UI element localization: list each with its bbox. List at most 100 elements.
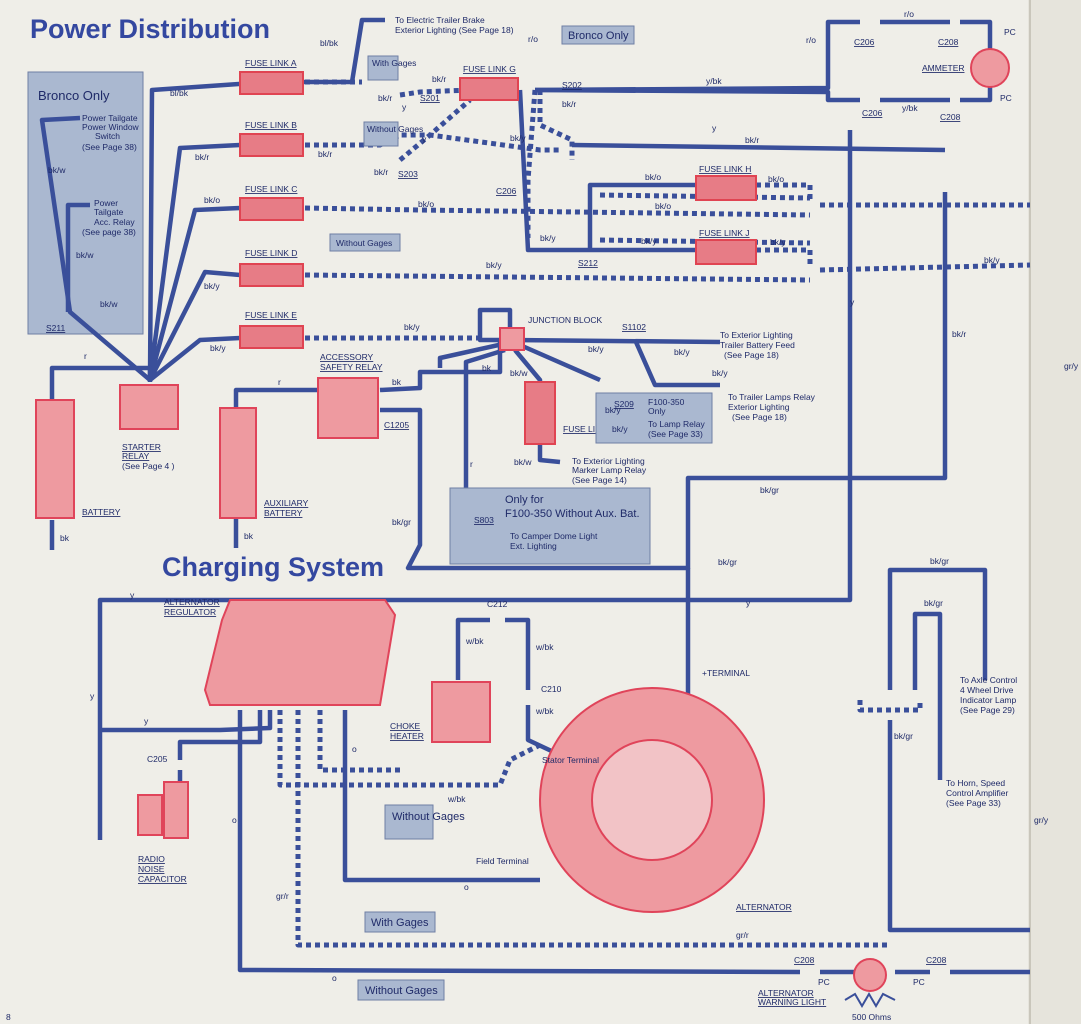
wire-label: bk/w <box>100 299 118 309</box>
junction-block-label: JUNCTION BLOCK <box>528 315 602 325</box>
wire-w-bk-without-gages <box>277 710 542 788</box>
note-lamp-relay-1: To Lamp Relay <box>648 419 705 429</box>
c206b-label: C206 <box>862 108 883 118</box>
resistor-500-ohms <box>844 992 896 1008</box>
wire-label: y <box>850 297 855 307</box>
note-tailgate-2-3: Acc. Relay <box>94 217 135 227</box>
battery-label: BATTERY <box>82 507 121 517</box>
field-terminal-label: Field Terminal <box>476 856 529 866</box>
alternator-label: ALTERNATOR <box>736 902 792 912</box>
wire-label: bk/gr <box>718 557 737 567</box>
fuse-link-b <box>239 133 304 157</box>
wire-label: bk/gr <box>894 731 913 741</box>
note-horn-1: To Horn, Speed <box>946 778 1005 788</box>
wire-fuse-b-out <box>305 132 560 153</box>
choke-heater-label-2: HEATER <box>390 731 424 741</box>
c208d-label: C208 <box>926 955 947 965</box>
wire-label: bk/r <box>318 149 332 159</box>
wire-label: o <box>352 744 357 754</box>
wire-bk-y-s209 <box>519 342 601 383</box>
page-number: 8 <box>6 1012 11 1022</box>
wire-fuse-j-out <box>756 247 813 265</box>
wire-label: o <box>232 815 237 825</box>
wire-bk-r-b <box>147 142 241 381</box>
aux-battery-label-1: AUXILIARY <box>264 498 309 508</box>
wire-fuse-d-out <box>304 272 811 283</box>
without-gages-1-label: Without Gages <box>367 124 423 134</box>
only-for-box <box>449 487 651 565</box>
wire-label: y/bk <box>902 103 918 113</box>
wire-label: y <box>746 598 751 608</box>
fuse-link-c-label: FUSE LINK C <box>245 184 297 194</box>
wire-label: bk/o <box>418 199 434 209</box>
wire-label: r <box>278 377 281 387</box>
wire-ammeter-top <box>960 19 993 50</box>
without-gages-box-1 <box>363 121 399 147</box>
wire-label: bk/y <box>404 322 420 332</box>
wire-label: bk/y <box>612 424 628 434</box>
wire-label: w/bk <box>535 642 554 652</box>
wire-bk-w-2 <box>65 202 90 312</box>
wire-w-bk-c212 <box>505 617 531 690</box>
wire-label: bk/o <box>768 174 784 184</box>
c208a-label: C208 <box>938 37 959 47</box>
wire-label: y <box>402 102 407 112</box>
note-marker-3: (See Page 14) <box>572 475 627 485</box>
fuse-link-j-label: FUSE LINK J <box>699 228 750 238</box>
radio-noise-capacitor <box>137 794 163 836</box>
bronco-only-box <box>561 25 635 45</box>
note-axle-3: Indicator Lamp <box>960 695 1016 705</box>
wire-label: bl/bk <box>320 38 339 48</box>
note-tailgate-1-3: Switch <box>95 131 120 141</box>
note-axle-2: 4 Wheel Drive <box>960 685 1014 695</box>
wire-label: bk/r <box>562 99 576 109</box>
radio-cap-label-1: RADIO <box>138 854 165 864</box>
choke-heater-label-1: CHOKE <box>390 721 421 731</box>
fuse-link-g-label: FUSE LINK G <box>463 64 516 74</box>
note-tailgate-1-2: Power Window <box>82 122 140 132</box>
c1205-label: C1205 <box>384 420 409 430</box>
alternator-warning-light <box>853 958 887 992</box>
choke-heater <box>431 681 491 743</box>
wire-label: r/o <box>904 9 914 19</box>
wire-fuse-c-out <box>304 205 811 218</box>
ammeter-label: AMMETER <box>922 63 965 73</box>
wire-bk-gr-axle <box>887 567 988 690</box>
wire-label: bk/gr <box>392 517 411 527</box>
wire-label: bk/y <box>712 368 728 378</box>
radio-cap-label-3: CAPACITOR <box>138 874 187 884</box>
note-tailgate-1-1: Power Tailgate <box>82 113 138 123</box>
wire-bk-y-e <box>148 335 241 382</box>
pc1-label: PC <box>1004 27 1016 37</box>
fuse-link-e <box>239 325 304 349</box>
wire-label: w/bk <box>465 636 484 646</box>
wire-junction-right <box>857 700 923 713</box>
wire-label: y <box>422 134 427 144</box>
note-ext-feed-2: Trailer Battery Feed <box>720 340 795 350</box>
wire-y-charging <box>97 130 853 840</box>
alternator-regulator <box>203 599 397 706</box>
note-trailer-lamps-2: Exterior Lighting <box>728 402 790 412</box>
wire-label: bk/o <box>204 195 220 205</box>
alt-warning-label-2: WARNING LIGHT <box>758 997 826 1007</box>
c210-label: C210 <box>541 684 562 694</box>
acc-relay-label-1: ACCESSORY <box>320 352 374 362</box>
note-trailer-brake-2: Exterior Lighting (See Page 18) <box>395 25 514 35</box>
note-horn-2: Control Amplifier <box>946 788 1009 798</box>
wire-label: bk/y <box>210 343 226 353</box>
wire-label: y <box>712 123 717 133</box>
wire-label: gr/r <box>276 891 289 901</box>
alternator-rotor <box>591 739 713 861</box>
wire-bk-y-d <box>147 269 241 382</box>
wire-label: bl/bk <box>170 88 189 98</box>
wire-label: bk/r <box>952 329 966 339</box>
c205-label: C205 <box>147 754 168 764</box>
wire-label: bk/r <box>195 152 209 162</box>
note-marker-2: Marker Lamp Relay <box>572 465 647 475</box>
f100-only-box <box>595 392 713 444</box>
wire-label: bk/r <box>432 74 446 84</box>
wire-label: gr/y <box>1034 815 1049 825</box>
wire-label: bk <box>60 533 70 543</box>
wire-label: bk/y <box>588 344 604 354</box>
